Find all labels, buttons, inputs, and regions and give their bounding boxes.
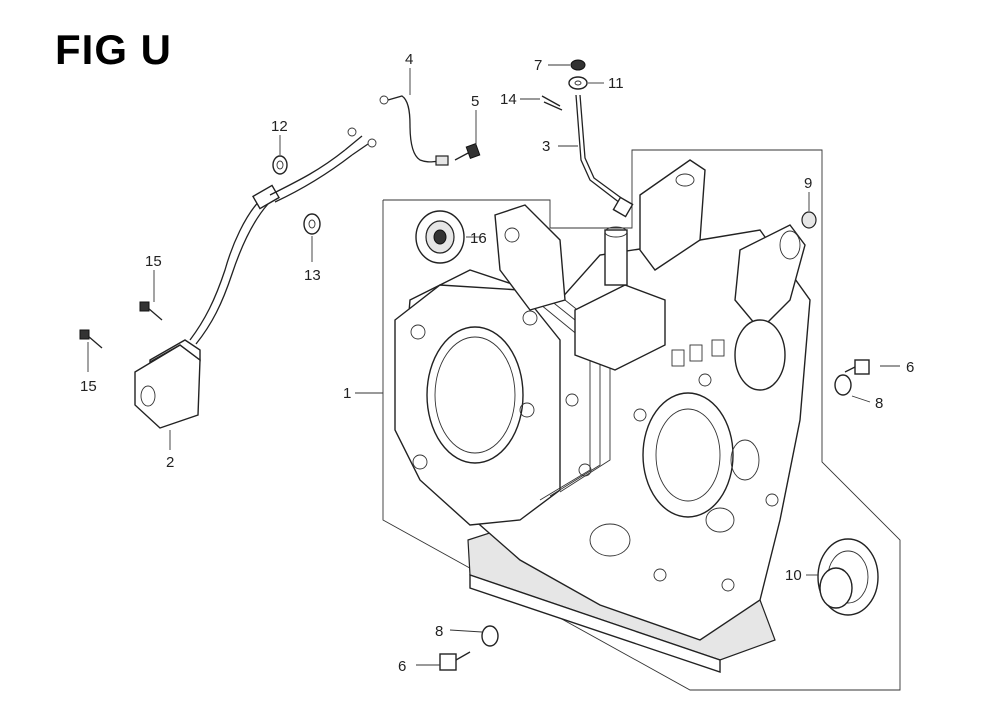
callout-12: 12 <box>271 118 288 135</box>
ignition-coil <box>134 184 280 429</box>
callout-10: 10 <box>785 567 802 584</box>
callout-6-bottom: 6 <box>398 658 406 675</box>
callout-16: 16 <box>470 230 487 247</box>
ground-wire <box>379 95 449 166</box>
bolt-15-lower <box>79 329 103 349</box>
assembly-bracket <box>382 149 901 691</box>
drain-bolt-6-bottom <box>439 651 471 671</box>
callout-3: 3 <box>542 138 550 155</box>
callout-5: 5 <box>471 93 479 110</box>
callout-14: 14 <box>500 91 517 108</box>
drain-bolt-6-right <box>844 359 870 375</box>
wire-leads <box>269 127 377 203</box>
figure-title: FIG U <box>55 26 172 73</box>
oil-seal-16 <box>415 210 465 264</box>
crankcase-cylinder-block <box>394 159 811 673</box>
oil-seal-10 <box>817 538 879 616</box>
callout-9: 9 <box>804 175 812 192</box>
pin-14 <box>541 95 563 111</box>
callout-8-bottom: 8 <box>435 623 443 640</box>
leader-lines <box>87 64 900 666</box>
callout-15-upper: 15 <box>145 253 162 270</box>
callout-labels: 1 2 3 4 5 6 6 7 8 8 9 10 11 12 13 14 15 … <box>80 51 914 675</box>
plug-9 <box>801 211 817 229</box>
nut-7 <box>570 59 586 71</box>
callout-8-right: 8 <box>875 395 883 412</box>
washer-8-right <box>834 374 852 396</box>
nut-13 <box>303 213 321 235</box>
washer-11 <box>568 76 588 90</box>
bolt-15-upper <box>139 301 163 321</box>
callout-7: 7 <box>534 57 542 74</box>
callout-15-lower: 15 <box>80 378 97 395</box>
governor-rod <box>575 94 634 218</box>
callout-6-right: 6 <box>906 359 914 376</box>
callout-2: 2 <box>166 454 174 471</box>
callout-13: 13 <box>304 267 321 284</box>
flange-bolt-5 <box>454 143 481 161</box>
callout-1: 1 <box>343 385 351 402</box>
callout-11: 11 <box>608 75 624 92</box>
washer-12 <box>272 155 288 175</box>
washer-8-bottom <box>481 625 499 647</box>
callout-4: 4 <box>405 51 413 68</box>
